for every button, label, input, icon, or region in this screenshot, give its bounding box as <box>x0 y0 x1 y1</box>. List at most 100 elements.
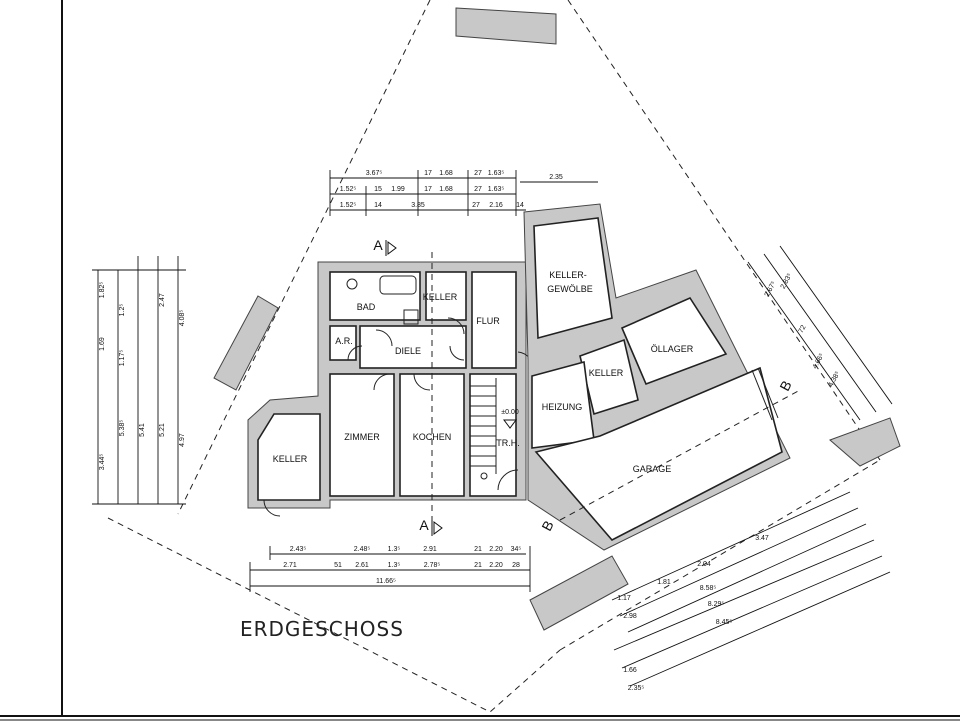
label-keller-mid: KELLER <box>589 368 624 378</box>
svg-text:15: 15 <box>374 186 382 193</box>
dims-bottom-right: 1.17 1.81 2.04 3.47 2.98 8.58⁵ 8.29⁵ 8.4… <box>611 491 891 692</box>
room-stair <box>469 373 517 497</box>
room-zimmer <box>329 373 395 497</box>
svg-text:27: 27 <box>474 186 482 193</box>
svg-text:1.3⁵: 1.3⁵ <box>388 546 401 553</box>
svg-text:4.97: 4.97 <box>179 433 186 447</box>
label-ar: A.R. <box>335 336 353 346</box>
section-line-b <box>559 389 801 521</box>
svg-text:1.81: 1.81 <box>657 579 671 586</box>
svg-text:1.63⁵: 1.63⁵ <box>488 170 505 177</box>
stair-treads <box>470 378 497 480</box>
label-level: ±0.00 <box>501 409 519 416</box>
room-diele <box>359 325 467 369</box>
svg-text:11.66⁵: 11.66⁵ <box>376 578 396 585</box>
svg-text:3.67⁵: 3.67⁵ <box>366 170 383 177</box>
svg-text:1.52⁵: 1.52⁵ <box>340 186 357 193</box>
svg-text:2.47: 2.47 <box>159 293 166 307</box>
svg-text:27: 27 <box>474 170 482 177</box>
svg-text:2.61: 2.61 <box>355 562 369 569</box>
svg-text:2.83⁵: 2.83⁵ <box>780 272 794 290</box>
label-kellergewolbe-1: KELLER- <box>549 270 587 280</box>
svg-text:5.41: 5.41 <box>139 423 146 437</box>
label-keller-left: KELLER <box>273 454 308 464</box>
room-flur <box>471 271 517 369</box>
label-kochen: KOCHEN <box>413 432 452 442</box>
svg-text:3.85: 3.85 <box>411 202 425 209</box>
svg-text:3.44⁵: 3.44⁵ <box>99 454 106 471</box>
svg-text:1.2⁵: 1.2⁵ <box>119 304 126 317</box>
bath-fixtures <box>346 275 419 325</box>
svg-text:3.47: 3.47 <box>755 535 769 542</box>
svg-text:8.58⁵: 8.58⁵ <box>700 585 717 592</box>
svg-text:2.35: 2.35 <box>549 174 563 181</box>
label-heizung: HEIZUNG <box>542 402 583 412</box>
svg-text:1.68: 1.68 <box>439 186 453 193</box>
east-wing-walls <box>523 203 791 551</box>
drawing-title: ERDGESCHOSS <box>240 617 404 641</box>
svg-text:51: 51 <box>334 562 342 569</box>
svg-text:2.35⁵: 2.35⁵ <box>628 685 645 692</box>
label-garage: GARAGE <box>633 464 672 474</box>
svg-text:8.45⁵: 8.45⁵ <box>716 619 733 626</box>
room-labels: BAD KELLER FLUR KELLER- GEWÖLBE A.R. DIE… <box>273 270 694 474</box>
dims-bottom: 2.43⁵ 2.48⁵ 1.3⁵ 2.91 21 2.20 34⁵ 2.71 5… <box>249 546 531 592</box>
svg-text:1.69: 1.69 <box>99 337 106 351</box>
svg-text:2.91: 2.91 <box>423 546 437 553</box>
svg-text:1.66: 1.66 <box>623 667 637 674</box>
svg-text:2.16: 2.16 <box>489 202 503 209</box>
svg-text:34⁵: 34⁵ <box>511 546 522 553</box>
label-zimmer: ZIMMER <box>344 432 380 442</box>
svg-text:2.20: 2.20 <box>489 546 503 553</box>
svg-text:1.17⁵: 1.17⁵ <box>119 350 126 367</box>
svg-text:1.52⁵: 1.52⁵ <box>340 202 357 209</box>
svg-text:4.38⁵: 4.38⁵ <box>828 370 842 388</box>
svg-text:2.78⁵: 2.78⁵ <box>424 562 441 569</box>
svg-text:21: 21 <box>474 546 482 553</box>
marker-a-top: A <box>373 237 383 253</box>
svg-text:1.17: 1.17 <box>617 595 631 602</box>
svg-text:8.29⁵: 8.29⁵ <box>708 601 725 608</box>
svg-text:21: 21 <box>474 562 482 569</box>
svg-text:5.21: 5.21 <box>159 423 166 437</box>
label-diele: DIELE <box>395 346 421 356</box>
svg-text:2.67⁵: 2.67⁵ <box>764 280 778 298</box>
house-walls <box>247 261 527 509</box>
marker-a-bottom: A <box>419 517 429 533</box>
svg-text:1.68: 1.68 <box>439 170 453 177</box>
svg-text:72: 72 <box>798 324 808 334</box>
svg-text:2.20: 2.20 <box>489 562 503 569</box>
room-keller-top <box>425 271 467 321</box>
label-flur: FLUR <box>476 316 500 326</box>
svg-text:2.98: 2.98 <box>623 613 637 620</box>
svg-text:1.63⁵: 1.63⁵ <box>488 186 505 193</box>
marker-b-right: B <box>776 378 795 394</box>
dims-left: 1.82⁵ 1.69 3.44⁵ 1.2⁵ 1.17⁵ 5.38⁵ 5.41 2… <box>92 256 186 505</box>
room-ollager <box>620 296 728 386</box>
room-garage <box>534 366 783 542</box>
door-swings <box>263 317 535 517</box>
room-keller-mid <box>579 338 639 416</box>
label-trh: TR.H. <box>496 438 520 448</box>
label-keller-top: KELLER <box>423 292 458 302</box>
label-kellergewolbe-2: GEWÖLBE <box>547 284 593 294</box>
svg-text:4.08⁵: 4.08⁵ <box>179 310 186 327</box>
level-marker-icon <box>503 419 517 429</box>
label-ollager: ÖLLAGER <box>651 344 694 354</box>
site-boundary <box>107 0 881 713</box>
svg-text:27: 27 <box>472 202 480 209</box>
dims-right: 2.67⁵ 2.83⁵ 72 4.66⁵ 4.38⁵ <box>747 245 893 421</box>
svg-text:5.38⁵: 5.38⁵ <box>119 420 126 437</box>
svg-text:17: 17 <box>424 186 432 193</box>
svg-text:1.99: 1.99 <box>391 186 405 193</box>
svg-text:2.43⁵: 2.43⁵ <box>290 546 307 553</box>
neighbor-buildings <box>213 7 901 631</box>
svg-text:2.71: 2.71 <box>283 562 297 569</box>
dims-top: 3.67⁵ 17 1.68 27 1.63⁵ 1.52⁵ 15 1.99 17 … <box>329 170 598 216</box>
room-kellergewolbe <box>533 217 613 340</box>
room-ar <box>329 325 357 361</box>
svg-text:2.48⁵: 2.48⁵ <box>354 546 371 553</box>
room-bad <box>329 271 421 321</box>
